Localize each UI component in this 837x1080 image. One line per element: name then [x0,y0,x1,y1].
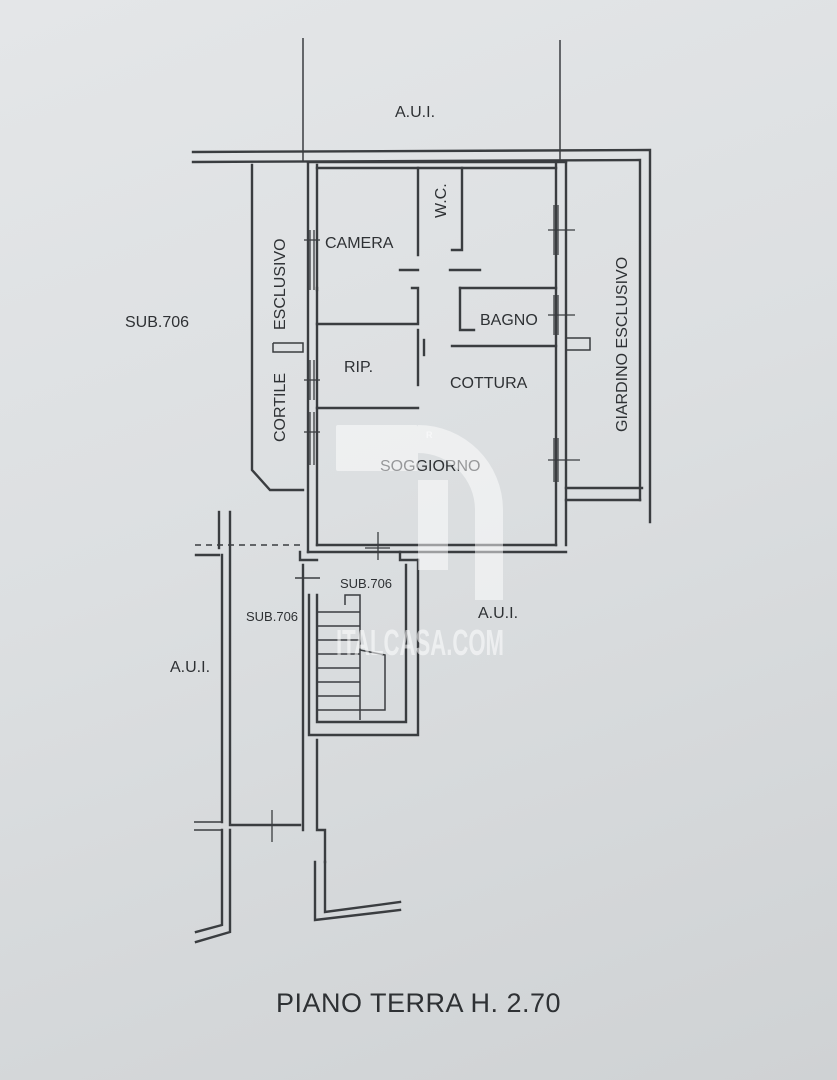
plan-title: PIANO TERRA H. 2.70 [275,988,562,1018]
area-label-sub-stair-top: SUB.706 [340,576,392,591]
area-label-aui-left: A.U.I. [170,659,210,676]
room-label-bagno: BAGNO [480,312,538,329]
area-label-aui-stair: A.U.I. [478,605,518,622]
watermark-logo: R ITALCASA.COM [336,425,504,663]
area-label-sub-left: SUB.706 [125,314,189,331]
room-label-camera: CAMERA [325,235,394,252]
room-label-cottura: COTTURA [450,375,528,392]
watermark-registered: R [426,430,433,440]
area-label-sub-stair-left: SUB.706 [246,609,298,624]
room-label-rip: RIP. [344,359,373,376]
area-label-cortile: CORTILE [272,373,289,442]
area-label-aui-top: A.U.I. [395,104,435,121]
watermark-text: ITALCASA.COM [336,622,504,663]
room-label-wc: W.C. [433,183,450,218]
area-label-giardino-esclusivo: GIARDINO ESCLUSIVO [614,257,631,432]
area-label-cortile-esclusivo: ESCLUSIVO [272,238,289,330]
